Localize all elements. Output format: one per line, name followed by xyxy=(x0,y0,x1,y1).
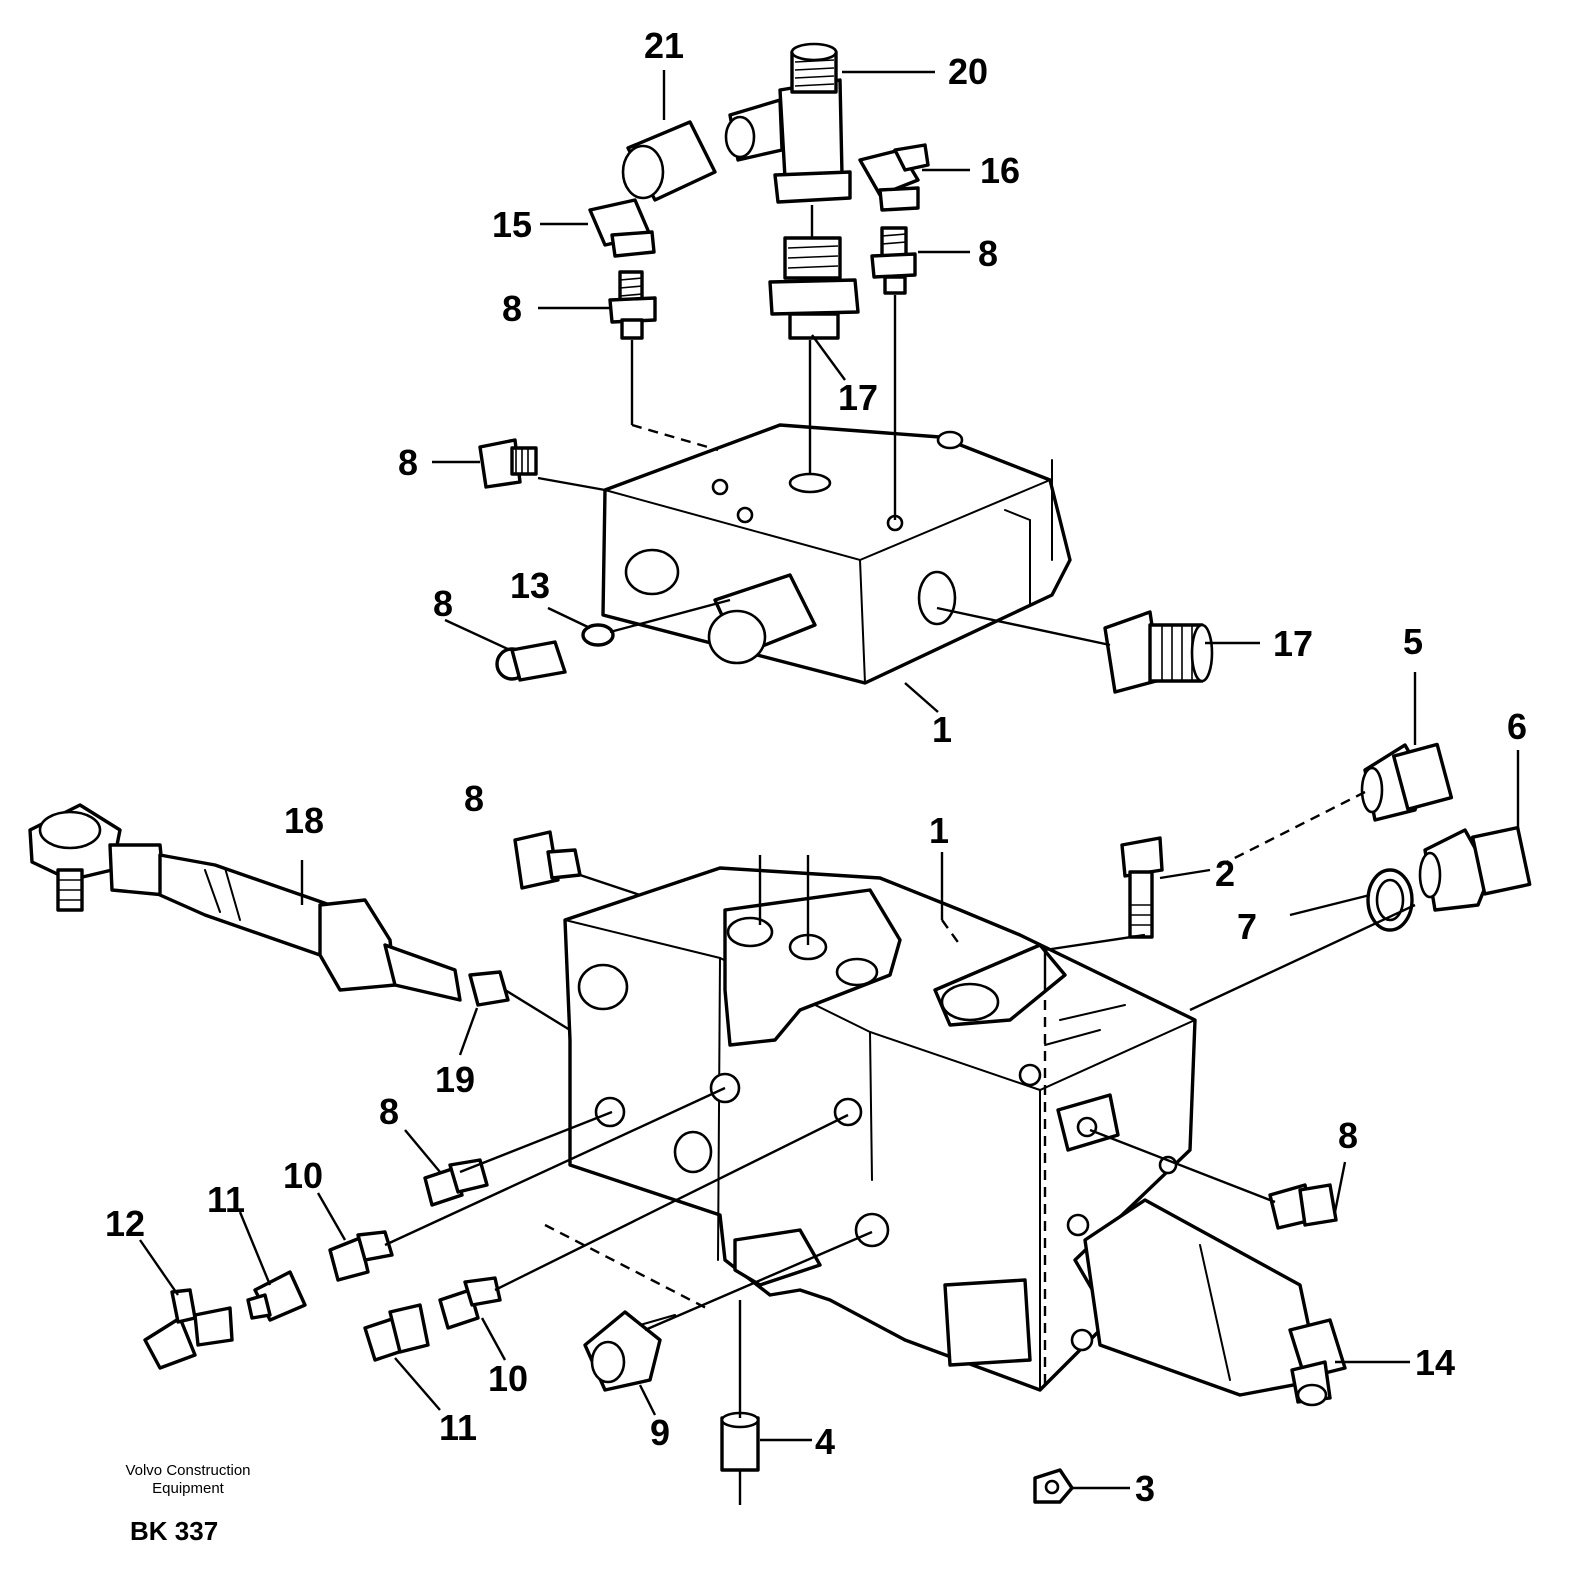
callout-9: 9 xyxy=(650,1412,670,1453)
upper-valve-block xyxy=(601,423,1072,685)
fitting-21-cap xyxy=(621,120,717,202)
callout-8-upper-right: 8 xyxy=(978,233,998,274)
fitting-8-and-13-block-front xyxy=(495,623,615,682)
callout-14: 14 xyxy=(1415,1342,1455,1383)
bolt-2 xyxy=(1120,836,1164,939)
fitting-20-tee xyxy=(724,42,852,204)
callout-19: 19 xyxy=(435,1059,475,1100)
bushing-4 xyxy=(720,1411,760,1472)
publisher-credit: Volvo Construction Equipment xyxy=(103,1462,273,1498)
callout-1-upper: 1 xyxy=(932,709,952,750)
fitting-6 xyxy=(1418,825,1532,912)
callout-11-upper: 11 xyxy=(207,1179,245,1220)
fitting-17-upper-union xyxy=(768,236,860,340)
callout-7: 7 xyxy=(1237,906,1257,947)
fitting-5 xyxy=(1360,742,1454,822)
callout-16: 16 xyxy=(980,150,1020,191)
callout-labels: 21 20 16 15 8 8 17 8 13 8 17 1 5 6 8 18 … xyxy=(105,25,1527,1509)
callout-8-upper-left: 8 xyxy=(502,288,522,329)
fitting-11-upper xyxy=(246,1270,307,1322)
fitting-17-block-side xyxy=(1103,610,1214,694)
callout-20: 20 xyxy=(948,51,988,92)
callout-6: 6 xyxy=(1507,706,1527,747)
diagram-code: BK 337 xyxy=(130,1516,219,1546)
callout-17-side: 17 xyxy=(1273,623,1313,664)
callout-8-lower-left: 8 xyxy=(379,1091,399,1132)
callout-18: 18 xyxy=(284,800,324,841)
callout-5: 5 xyxy=(1403,621,1423,662)
callout-12: 12 xyxy=(105,1203,145,1244)
callout-2: 2 xyxy=(1215,853,1235,894)
fitting-8-lower-top xyxy=(513,830,582,890)
fitting-15-elbow xyxy=(588,198,656,258)
callout-17-upper: 17 xyxy=(838,377,878,418)
callout-13: 13 xyxy=(510,565,550,606)
fitting-8-upper-left xyxy=(608,270,657,340)
callout-8-block-front: 8 xyxy=(433,583,453,624)
fitting-9 xyxy=(583,1310,676,1392)
leader-lines xyxy=(139,70,1520,1505)
fitting-12-tee xyxy=(143,1288,234,1370)
callout-4: 4 xyxy=(815,1421,835,1462)
fitting-8-lower-left xyxy=(423,1158,489,1207)
fitting-11-lower xyxy=(363,1303,430,1362)
fitting-10-upper xyxy=(328,1230,394,1282)
callout-10-upper: 10 xyxy=(283,1155,323,1196)
washer-7 xyxy=(1366,868,1414,932)
fitting-8-upper-right xyxy=(870,226,917,295)
callout-15: 15 xyxy=(492,204,532,245)
callout-10-lower: 10 xyxy=(488,1358,528,1399)
fitting-8-block-left xyxy=(478,438,538,489)
lower-valve-block xyxy=(563,866,1197,1392)
fitting-8-lower-right xyxy=(1268,1183,1338,1230)
callout-8-block-left: 8 xyxy=(398,442,418,483)
fitting-10-lower xyxy=(438,1276,502,1330)
nut-3 xyxy=(1033,1468,1074,1504)
tie-rod-18 xyxy=(28,803,510,1007)
fitting-16-elbow xyxy=(858,143,930,212)
publisher-line-2: Equipment xyxy=(152,1480,224,1497)
publisher-line-1: Volvo Construction xyxy=(125,1462,251,1479)
callout-3: 3 xyxy=(1135,1468,1155,1509)
callout-11-lower: 11 xyxy=(439,1407,477,1448)
callout-8-lower-top: 8 xyxy=(464,778,484,819)
callout-21: 21 xyxy=(644,25,684,66)
solenoid-14 xyxy=(1083,1198,1347,1407)
callout-8-lower-right: 8 xyxy=(1338,1115,1358,1156)
callout-1-lower: 1 xyxy=(929,810,949,851)
